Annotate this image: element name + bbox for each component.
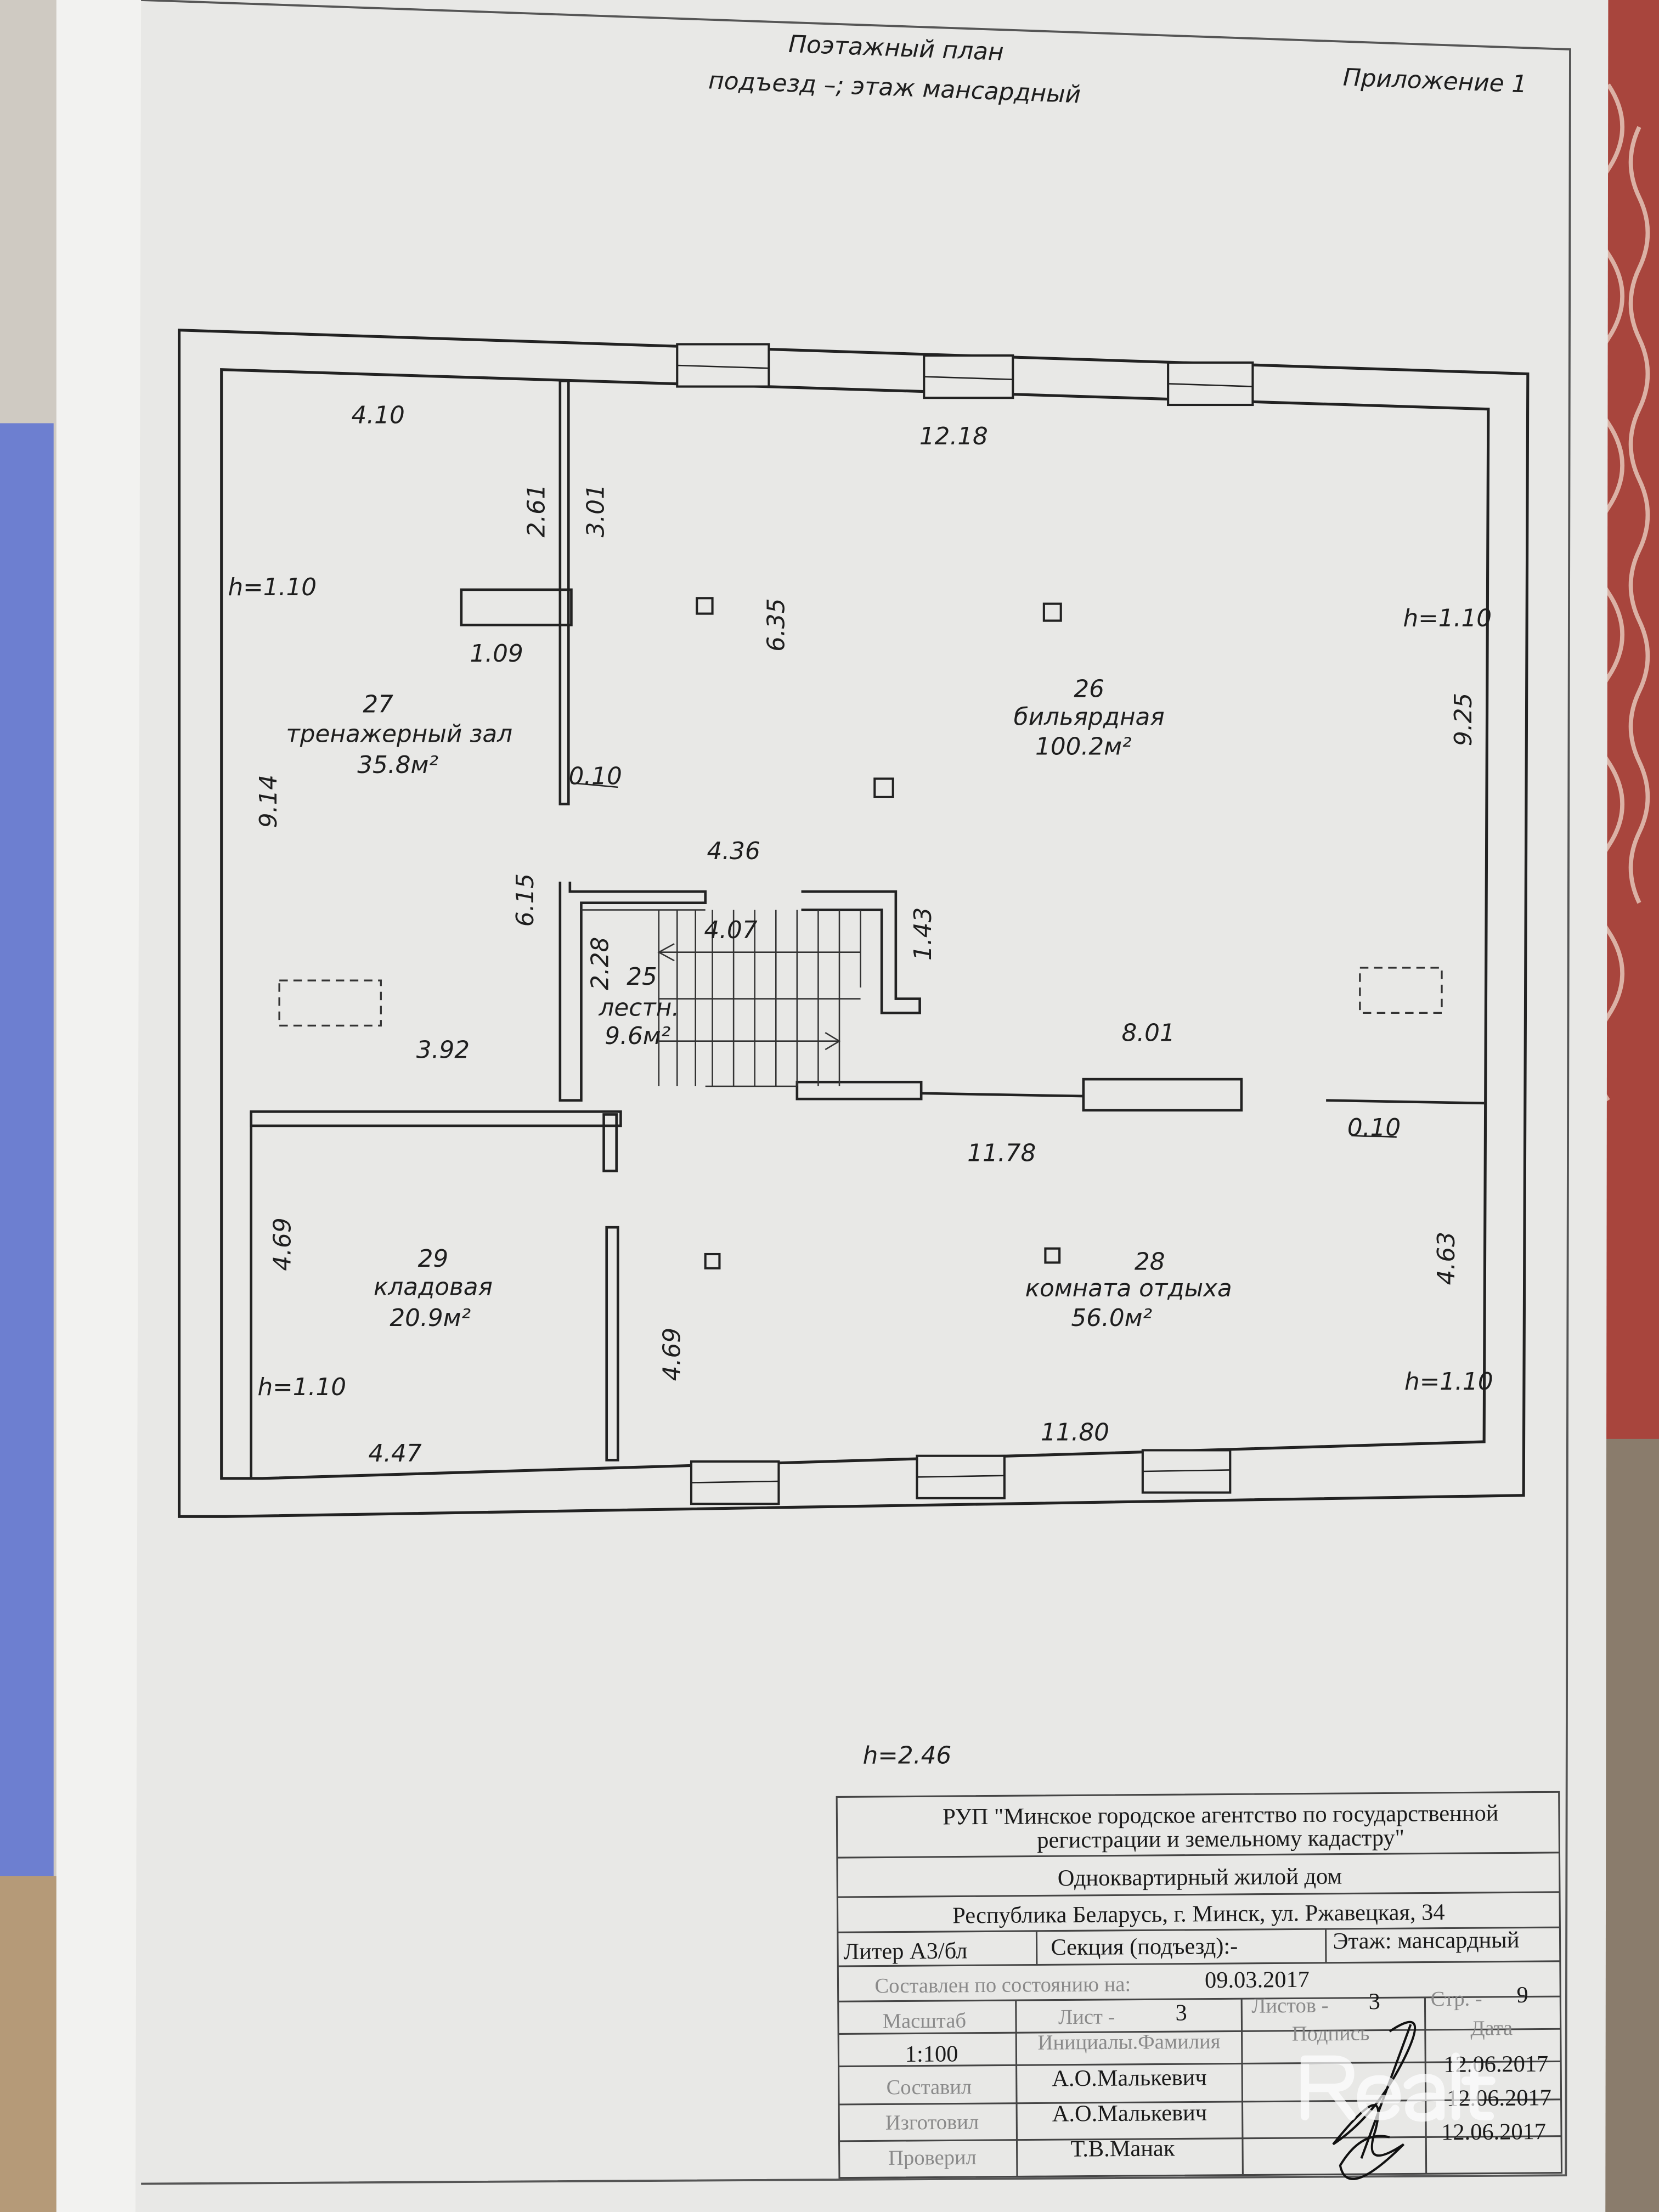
room-29-number: 29 — [418, 1245, 449, 1273]
dim: 12.18 — [919, 422, 988, 450]
room-26-number: 26 — [1074, 675, 1104, 703]
sheets-label: Листов - — [1251, 1994, 1329, 2018]
dim: 4.47 — [368, 1440, 422, 1468]
dim: 11.78 — [967, 1139, 1036, 1167]
date-compiled: 12.06.2017 — [1443, 2051, 1548, 2078]
liter: Литер А3/бл — [843, 1938, 967, 1965]
room-27-name: тренажерный зал — [286, 720, 512, 748]
sheet-number: 3 — [1175, 2000, 1187, 2025]
dim: h=1.10 — [1404, 1368, 1493, 1396]
dim: 9.25 — [1449, 693, 1477, 746]
col-date-header: Дата — [1470, 2017, 1513, 2040]
state-date: 09.03.2017 — [1205, 1967, 1310, 1993]
dim: h=1.10 — [1403, 605, 1492, 633]
room-26-area: 100.2м² — [1035, 733, 1132, 761]
dim: 11.80 — [1041, 1418, 1109, 1446]
dim: 3.92 — [416, 1036, 470, 1064]
org-name: РУП "Минское городское агентство по госу… — [943, 1800, 1498, 1830]
page-number: 9 — [1516, 1982, 1528, 2008]
blue-document-edge — [0, 423, 54, 1891]
room-labels: 27 тренажерный зал 35.8м² 26 бильярдная … — [286, 675, 1232, 1332]
date-made: 12.06.2017 — [1447, 2085, 1551, 2111]
appendix-label: Приложение 1 — [1342, 64, 1527, 99]
dim: 8.01 — [1121, 1019, 1175, 1047]
room-28-area: 56.0м² — [1071, 1304, 1152, 1332]
name-compiled: А.О.Малькевич — [1052, 2064, 1207, 2091]
room-28-number: 28 — [1135, 1248, 1165, 1276]
role-checked: Проверил — [888, 2146, 977, 2170]
dim: 4.69 — [269, 1217, 297, 1271]
role-made: Изготовил — [885, 2111, 979, 2135]
dim: 0.10 — [1347, 1114, 1401, 1142]
dim: 4.63 — [1432, 1232, 1460, 1285]
scale-label: Масштаб — [883, 2010, 967, 2033]
state-label: Составлен по состоянию на: — [874, 1973, 1131, 1997]
fabric-pattern — [1592, 83, 1650, 1102]
dim: 2.28 — [586, 937, 614, 990]
room-27-area: 35.8м² — [357, 751, 438, 779]
hatches — [278, 967, 1443, 1027]
dim: 1.09 — [470, 640, 523, 668]
col-sign-header: Подпись — [1292, 2022, 1370, 2046]
col-name-header: Инициалы.Фамилия — [1037, 2030, 1220, 2054]
dim: 0.10 — [568, 763, 622, 791]
sheet-label: Лист - — [1058, 2006, 1115, 2029]
room-25-number: 25 — [627, 963, 657, 991]
role-compiled: Составил — [886, 2075, 972, 2099]
dim: 1.43 — [909, 907, 937, 961]
realt-watermark-logo — [1300, 2052, 1496, 2122]
section: Секция (подъезд):- — [1051, 1933, 1238, 1960]
scale-value: 1:100 — [905, 2041, 958, 2067]
interior-walls — [250, 379, 1485, 1479]
dim: h=1.10 — [257, 1373, 346, 1401]
paper-fold — [56, 0, 142, 2212]
dim: 3.01 — [582, 484, 610, 537]
dim: h=1.10 — [228, 573, 317, 601]
dim: 4.10 — [351, 401, 404, 429]
title-block: РУП "Минское городское агентство по госу… — [836, 1791, 1563, 2179]
outer-wall — [178, 329, 1530, 1518]
date-checked: 12.06.2017 — [1441, 2119, 1546, 2145]
room-27-number: 27 — [363, 691, 393, 719]
name-checked: Т.В.Манак — [1070, 2135, 1175, 2162]
dim: 6.35 — [763, 598, 791, 651]
dim: 4.69 — [658, 1328, 686, 1381]
sheet-frame — [141, 0, 1571, 2185]
room-29-name: кладовая — [374, 1273, 493, 1301]
dimension-labels: 4.10 12.18 2.61 3.01 h=1.10 h=1.10 1.09 … — [228, 401, 1493, 1769]
room-26-name: бильярдная — [1014, 703, 1165, 731]
dim: 4.07 — [704, 916, 758, 944]
building-walls — [178, 329, 1530, 1518]
columns — [696, 597, 1062, 1269]
table-surface — [0, 1876, 57, 2212]
org-name-2: регистрации и земельному кадастру" — [1037, 1825, 1404, 1853]
room-25-name: лестн. — [598, 994, 679, 1022]
room-28-name: комната отдыха — [1025, 1274, 1232, 1302]
object-name: Одноквартирный жилой дом — [1058, 1864, 1342, 1892]
dim: 9.14 — [255, 775, 283, 828]
room-25-area: 9.6м² — [605, 1022, 670, 1050]
leader-lines — [571, 782, 1397, 1138]
room-29-area: 20.9м² — [390, 1304, 471, 1332]
name-made: А.О.Малькевич — [1052, 2100, 1207, 2127]
sheets-count: 3 — [1368, 1989, 1380, 2015]
floor: Этаж: мансардный — [1333, 1927, 1519, 1954]
page-label: Стр. - — [1431, 1988, 1482, 2011]
paper-sheet — [56, 0, 1609, 2212]
window-glass — [677, 364, 1253, 1483]
address: Республика Беларусь, г. Минск, ул. Ржаве… — [952, 1899, 1445, 1928]
dim: 6.15 — [511, 873, 539, 927]
inner-wall — [220, 368, 1490, 1480]
staircase — [581, 909, 861, 1087]
ceiling-height: h=2.46 — [863, 1741, 952, 1769]
dim: 2.61 — [523, 484, 551, 537]
dim: 4.36 — [707, 837, 760, 865]
